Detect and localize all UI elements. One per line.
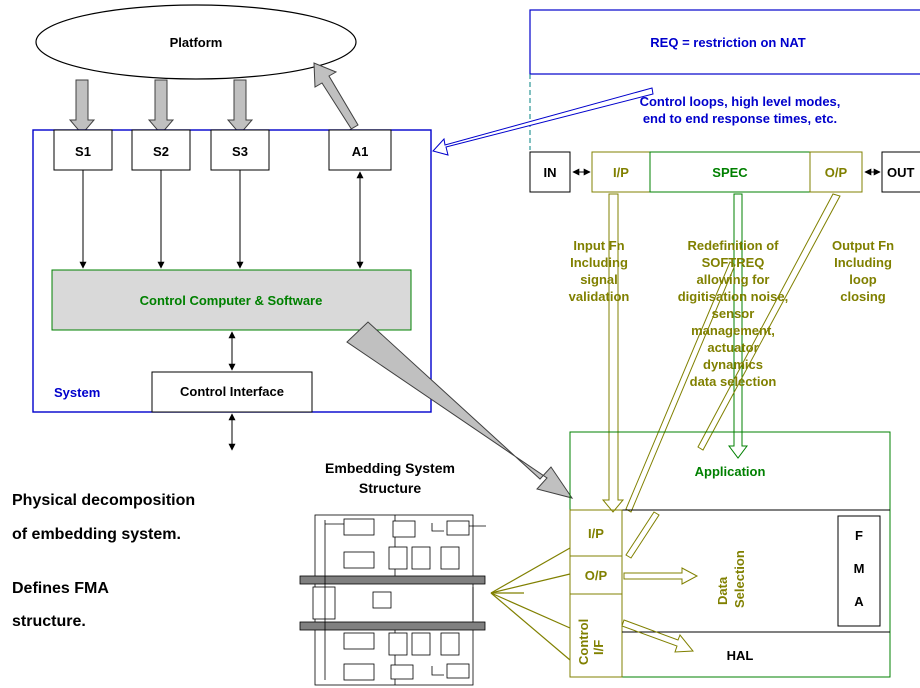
embedding-title-line2: Structure xyxy=(359,480,421,496)
fma-letter: F xyxy=(855,528,863,543)
fma-letter: M xyxy=(854,561,865,576)
defines-fma-line1: Defines FMA xyxy=(12,580,109,597)
system-label: System xyxy=(54,385,100,400)
spec-to-application-arrows xyxy=(601,193,841,513)
defines-fma-line2: structure. xyxy=(12,613,86,630)
redefinition-line: Redefinition of xyxy=(688,238,780,253)
actuator-to-platform-arrow xyxy=(313,62,359,133)
output-fn-note: Output Fn Including loop closing xyxy=(832,238,894,304)
computer-to-application-arrow xyxy=(346,321,574,499)
req-note-line1: Control loops, high level modes, xyxy=(640,94,841,109)
req-to-system-arrow xyxy=(432,87,654,156)
control-computer-box xyxy=(51,269,412,331)
control-interface-label: Control Interface xyxy=(180,384,284,399)
input-fn-line: Input Fn xyxy=(573,238,624,253)
redefinition-line: data selection xyxy=(690,374,777,389)
fma-box xyxy=(837,515,881,627)
spec-box xyxy=(649,151,811,193)
output-fn-line: Output Fn xyxy=(832,238,894,253)
redefinition-line: management, xyxy=(691,323,775,338)
spec-op-box xyxy=(809,151,863,193)
sensor-feed-arrows xyxy=(68,79,254,135)
application-internal-arrows xyxy=(621,511,699,653)
sensor-s2-label: S2 xyxy=(153,144,169,159)
spec-op-label: O/P xyxy=(825,165,848,180)
app-control-label: Control xyxy=(576,619,591,665)
input-fn-note: Input Fn Including signal validation xyxy=(569,238,630,304)
application-label: Application xyxy=(695,464,766,479)
physical-decomposition-line2: of embedding system. xyxy=(12,526,181,543)
output-fn-line: loop xyxy=(849,272,876,287)
input-fn-line: Including xyxy=(570,255,628,270)
spec-in-label: IN xyxy=(544,165,557,180)
data-selection-line1: Data xyxy=(715,576,730,605)
data-selection-line2: Selection xyxy=(732,550,747,608)
app-if-label: I/F xyxy=(591,640,606,655)
redefinition-line: dynamics xyxy=(703,357,763,372)
spec-label: SPEC xyxy=(712,165,748,180)
sensor-s1-box xyxy=(53,129,113,171)
control-interface-box xyxy=(151,371,313,413)
redefinition-line: digitisation noise, xyxy=(678,289,789,304)
platform-ellipse xyxy=(35,4,357,80)
actuator-a1-box xyxy=(328,129,392,171)
sensor-s3-box xyxy=(210,129,270,171)
redefinition-line: sensor xyxy=(712,306,755,321)
fma-letter: A xyxy=(854,594,864,609)
req-box xyxy=(529,9,920,75)
sensor-s3-label: S3 xyxy=(232,144,248,159)
spec-ip-box xyxy=(591,151,651,193)
platform-label: Platform xyxy=(170,35,223,50)
redefinition-line: allowing for xyxy=(697,272,770,287)
req-note-line2: end to end response times, etc. xyxy=(643,111,837,126)
control-computer-label: Control Computer & Software xyxy=(140,293,323,308)
output-fn-line: closing xyxy=(840,289,886,304)
physical-decomposition-line1: Physical decomposition xyxy=(12,492,195,509)
structure-link-lines xyxy=(490,547,571,661)
app-op-label: O/P xyxy=(585,568,608,583)
req-title: REQ = restriction on NAT xyxy=(650,35,805,50)
redefinition-line: actuator xyxy=(707,340,758,355)
spec-in-box xyxy=(529,151,571,193)
input-fn-line: signal xyxy=(580,272,618,287)
embedding-structure-sketch xyxy=(299,514,486,686)
output-fn-line: Including xyxy=(834,255,892,270)
app-ip-label: I/P xyxy=(588,526,604,541)
spec-out-box xyxy=(881,151,920,193)
sensor-to-computer-arrows xyxy=(79,170,364,269)
sensor-s1-label: S1 xyxy=(75,144,91,159)
embedding-title-line1: Embedding System xyxy=(325,460,455,476)
spec-out-label: OUT xyxy=(887,165,915,180)
input-fn-line: validation xyxy=(569,289,630,304)
spec-ip-label: I/P xyxy=(613,165,629,180)
redefinition-line: SOFTREQ xyxy=(702,255,765,270)
sensor-s2-box xyxy=(131,129,191,171)
actuator-a1-label: A1 xyxy=(352,144,369,159)
hal-label: HAL xyxy=(727,648,754,663)
app-control-if-box xyxy=(569,593,623,678)
redefinition-note: Redefinition of SOFTREQ allowing for dig… xyxy=(678,238,789,389)
